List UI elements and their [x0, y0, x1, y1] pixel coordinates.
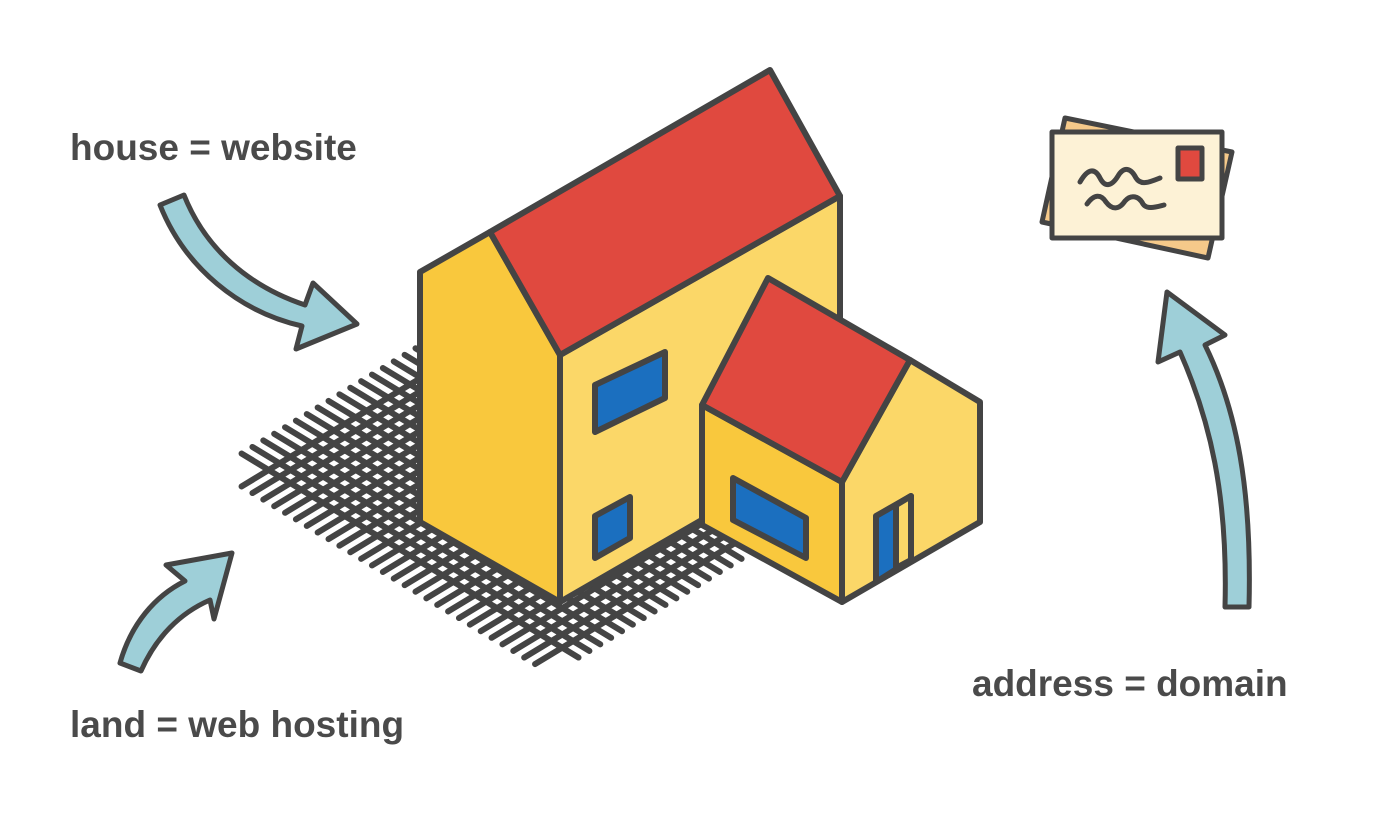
envelope-stamp [1175, 145, 1205, 182]
big-house-lower-window [592, 494, 633, 561]
curved-arrow-icon [117, 550, 235, 674]
small-house-roof [699, 275, 913, 485]
small-house-icon [699, 275, 983, 605]
big-house-roof [487, 67, 843, 358]
address-domain-label: address = domain [972, 663, 1288, 704]
envelope-icon [1039, 115, 1235, 261]
envelope-scribble-line-1 [1077, 167, 1163, 187]
curved-arrow-icon [157, 192, 360, 352]
land-web-hosting-label: land = web hosting [70, 704, 404, 745]
curved-arrow-icon [1155, 289, 1252, 610]
envelope-scribble-line-2 [1084, 193, 1167, 211]
small-house-door-open-leaf [893, 493, 914, 571]
big-house-upper-window [592, 349, 668, 435]
small-house-window [730, 475, 809, 561]
house-website-label: house = website [70, 127, 357, 168]
